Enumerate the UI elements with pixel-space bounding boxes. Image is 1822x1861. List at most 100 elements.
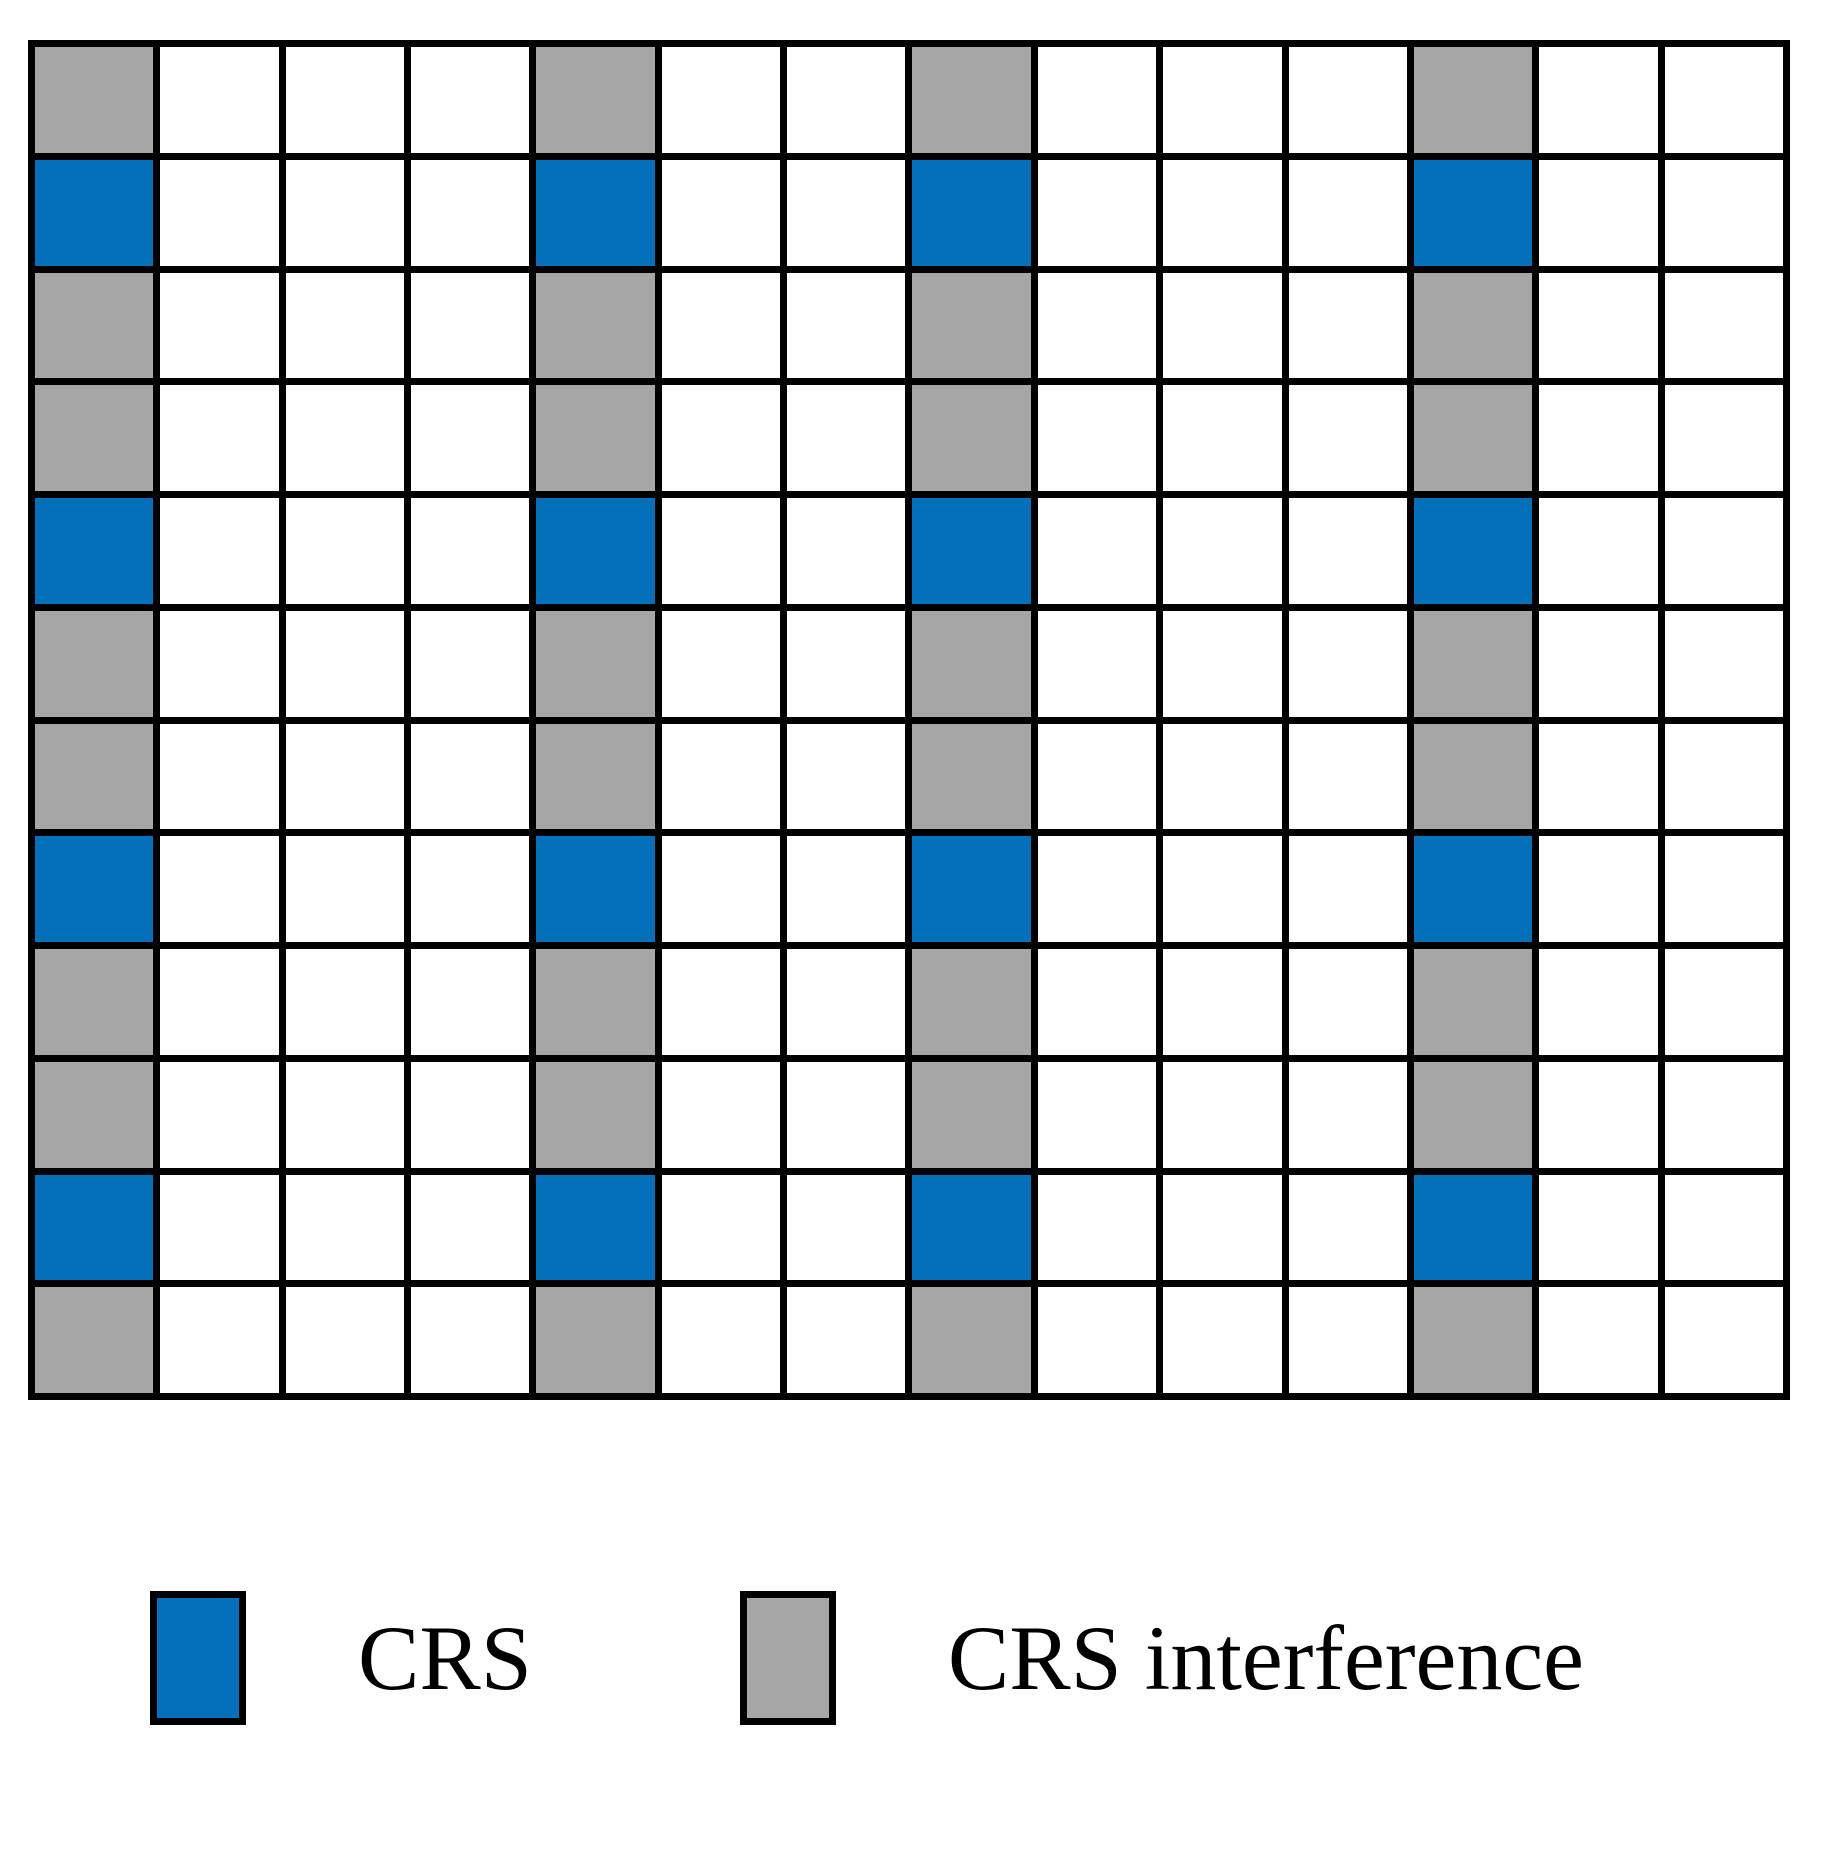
grid-cell-empty: [1037, 1061, 1164, 1175]
grid-cell-empty: [1163, 723, 1289, 837]
grid-cell-empty: [285, 949, 412, 1062]
grid-cell-crs: [1413, 1174, 1540, 1288]
legend-label-crs: CRS: [358, 1607, 532, 1709]
grid-cell-crs-interference: [1413, 610, 1540, 724]
grid-cell-empty: [661, 1174, 788, 1288]
grid-cell-empty: [1288, 47, 1414, 160]
grid-cell-empty: [661, 498, 788, 611]
grid-cell-empty: [285, 1287, 412, 1400]
grid-cell-empty: [1037, 610, 1164, 724]
grid-cell-empty: [1288, 949, 1414, 1062]
grid-cell-empty: [661, 1287, 788, 1400]
grid-cell-empty: [1664, 1287, 1790, 1400]
grid-cell-empty: [160, 498, 286, 611]
grid-cell-empty: [160, 836, 286, 949]
grid-cell-crs-interference: [1413, 385, 1540, 498]
grid-cell-empty: [160, 1287, 286, 1400]
grid-cell-empty: [661, 836, 788, 949]
grid-cell-empty: [661, 385, 788, 498]
grid-cell-empty: [661, 723, 788, 837]
grid-cell-crs-interference: [1413, 723, 1540, 837]
grid-cell-empty: [1664, 723, 1790, 837]
grid-cell-empty: [411, 1174, 537, 1288]
grid-cell-crs-interference: [912, 1061, 1038, 1175]
grid-cell-empty: [285, 498, 412, 611]
grid-cell-empty: [1037, 498, 1164, 611]
grid-cell-empty: [160, 610, 286, 724]
grid-cell-empty: [1664, 498, 1790, 611]
grid-cell-crs: [912, 159, 1038, 273]
legend: CRS CRS interference: [0, 1455, 1822, 1861]
grid-cell-empty: [1037, 159, 1164, 273]
grid-cell-empty: [160, 1174, 286, 1288]
grid-cell-crs: [35, 836, 161, 949]
grid-cell-empty: [285, 1174, 412, 1288]
grid-cell-empty: [787, 610, 913, 724]
grid-cell-empty: [661, 1061, 788, 1175]
grid-cell-empty: [411, 1061, 537, 1175]
grid-cell-crs: [536, 1174, 662, 1288]
grid-cell-empty: [1288, 1061, 1414, 1175]
grid-cell-crs: [1413, 159, 1540, 273]
grid-cell-empty: [1664, 159, 1790, 273]
grid-cell-empty: [1539, 610, 1665, 724]
grid-cell-crs-interference: [912, 47, 1038, 160]
grid-cell-empty: [160, 47, 286, 160]
grid-cell-crs: [35, 159, 161, 273]
grid-cell-empty: [1037, 949, 1164, 1062]
grid-cell-empty: [787, 385, 913, 498]
grid-cell-empty: [1163, 949, 1289, 1062]
grid-cell-crs: [912, 1174, 1038, 1288]
grid-cell-empty: [1163, 836, 1289, 949]
grid-cell-empty: [1037, 47, 1164, 160]
grid-cell-empty: [661, 949, 788, 1062]
grid-cell-crs-interference: [35, 949, 161, 1062]
grid-cell-empty: [787, 949, 913, 1062]
grid-cell-empty: [661, 610, 788, 724]
grid-cell-crs-interference: [912, 610, 1038, 724]
grid-cell-crs-interference: [35, 1061, 161, 1175]
grid-cell-empty: [411, 610, 537, 724]
legend-entry-crs: CRS: [150, 1591, 532, 1725]
grid-cell-empty: [285, 385, 412, 498]
grid-cell-crs-interference: [536, 1287, 662, 1400]
grid-cell-empty: [160, 1061, 286, 1175]
grid-cell-empty: [1664, 836, 1790, 949]
grid-cell-empty: [411, 949, 537, 1062]
grid-cell-crs-interference: [912, 385, 1038, 498]
legend-label-crs-interference: CRS interference: [947, 1607, 1584, 1709]
grid-cell-empty: [1163, 47, 1289, 160]
grid-cell-crs-interference: [35, 610, 161, 724]
grid-cell-empty: [411, 498, 537, 611]
grid-cell-empty: [787, 723, 913, 837]
grid-cell-crs-interference: [912, 723, 1038, 837]
grid-cell-empty: [1288, 836, 1414, 949]
grid-cell-crs: [536, 498, 662, 611]
grid-cell-crs-interference: [536, 723, 662, 837]
grid-cell-empty: [661, 47, 788, 160]
grid-cell-empty: [1288, 1287, 1414, 1400]
grid-cell-crs-interference: [35, 385, 161, 498]
grid-cell-empty: [1037, 1174, 1164, 1288]
grid-cell-crs-interference: [1413, 47, 1540, 160]
legend-entry-crs-interference: CRS interference: [739, 1591, 1584, 1725]
legend-swatch-crs: [150, 1591, 246, 1725]
grid-cell-empty: [1163, 385, 1289, 498]
grid-cell-crs-interference: [536, 272, 662, 386]
grid-cell-crs-interference: [35, 723, 161, 837]
grid-cell-empty: [1539, 1174, 1665, 1288]
grid-cell-empty: [787, 1287, 913, 1400]
grid-cell-empty: [1539, 1061, 1665, 1175]
grid-cell-crs-interference: [1413, 1061, 1540, 1175]
grid-cell-empty: [411, 1287, 537, 1400]
grid-cell-empty: [1539, 47, 1665, 160]
grid-cell-empty: [787, 272, 913, 386]
grid-cell-crs-interference: [1413, 949, 1540, 1062]
grid-cell-empty: [1288, 159, 1414, 273]
grid-cell-empty: [160, 949, 286, 1062]
grid-cell-empty: [1288, 723, 1414, 837]
grid-cell-empty: [1163, 1174, 1289, 1288]
grid-cell-empty: [661, 159, 788, 273]
grid-cell-empty: [1288, 1174, 1414, 1288]
